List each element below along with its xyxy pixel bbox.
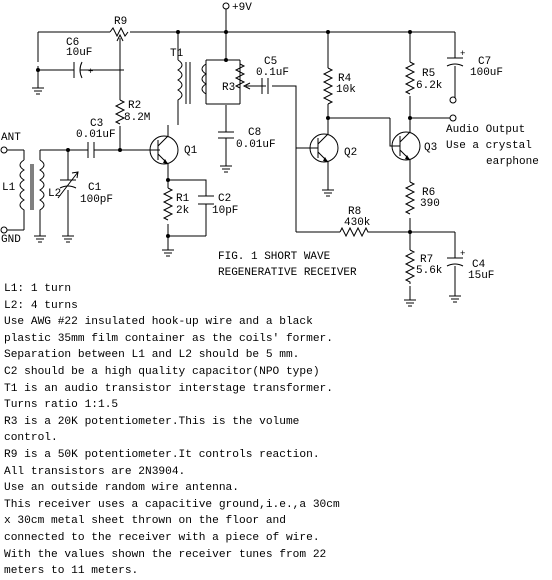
t1-label: T1 bbox=[170, 48, 184, 60]
r1-resistor: R1 2k bbox=[162, 187, 190, 221]
note-line: plastic 35mm film container as the coils… bbox=[4, 332, 333, 345]
r1-label: R1 bbox=[176, 193, 190, 205]
r2-value: 8.2M bbox=[124, 112, 150, 124]
figure-caption: FIG. 1 SHORT WAVE REGENERATIVE RECEIVER bbox=[218, 251, 357, 279]
r6-label: R6 bbox=[422, 187, 435, 199]
q2-label: Q2 bbox=[344, 147, 357, 159]
c5-value: 0.1uF bbox=[256, 67, 289, 79]
r5-value: 6.2k bbox=[416, 80, 443, 92]
c2-capacitor: C2 10pF bbox=[198, 193, 238, 217]
c7-value: 100uF bbox=[470, 67, 503, 79]
q3-transistor: Q3 bbox=[389, 118, 437, 168]
note-line: All transistors are 2N3904. bbox=[4, 465, 186, 478]
r7-resistor: R7 5.6k bbox=[404, 249, 443, 284]
c7-capacitor: + C7 100uF bbox=[446, 49, 503, 79]
l1-label: L1 bbox=[2, 182, 16, 194]
junction-dots bbox=[36, 30, 412, 238]
note-line: T1 is an audio transistor interstage tra… bbox=[4, 382, 333, 395]
note-line: Use an outside random wire antenna. bbox=[4, 482, 239, 495]
note-line: C2 should be a high quality capacitor(NP… bbox=[4, 365, 320, 378]
output-line2: Use a crystal bbox=[446, 140, 532, 152]
c1-value: 100pF bbox=[80, 194, 113, 206]
r4-label: R4 bbox=[338, 73, 352, 85]
c6-value: 10uF bbox=[66, 47, 92, 59]
c6-label: C6 bbox=[66, 37, 79, 49]
r9-label: R9 bbox=[114, 16, 127, 28]
c3-value: 0.01uF bbox=[76, 129, 116, 141]
c3-label: C3 bbox=[90, 118, 103, 130]
svg-text:+: + bbox=[460, 249, 465, 259]
note-line: L1: 1 turn bbox=[4, 283, 72, 295]
c5-label: C5 bbox=[264, 56, 277, 68]
c8-label: C8 bbox=[248, 127, 261, 139]
t1-transformer: T1 bbox=[170, 48, 207, 105]
c6-capacitor: C6 10uF + bbox=[62, 37, 98, 79]
c4-value: 15uF bbox=[468, 270, 494, 282]
note-line: meters to 11 meters. bbox=[4, 565, 139, 578]
c2-value: 10pF bbox=[212, 205, 238, 217]
r3-label: R3 bbox=[222, 82, 235, 94]
ant-label: ANT bbox=[1, 132, 21, 144]
q1-label: Q1 bbox=[184, 145, 198, 157]
r6-resistor: R6 390 bbox=[404, 181, 440, 215]
r8-resistor: R8 430k bbox=[339, 206, 372, 238]
c3-capacitor: C3 0.01uF bbox=[76, 118, 116, 158]
note-line: connected to the receiver with a piece o… bbox=[4, 531, 320, 544]
l2-label: L2 bbox=[48, 188, 61, 200]
note-line: Use AWG #22 insulated hook-up wire and a… bbox=[4, 316, 313, 329]
note-line: x 30cm metal sheet thrown on the floor a… bbox=[4, 515, 286, 528]
q2-transistor: Q2 bbox=[296, 126, 357, 166]
supply-terminal: +9V bbox=[222, 2, 252, 14]
note-line: This receiver uses a capacitive ground,i… bbox=[4, 498, 340, 511]
note-line: R3 is a 20K potentiometer.This is the vo… bbox=[4, 415, 300, 428]
c8-value: 0.01uF bbox=[236, 139, 276, 151]
note-line: L2: 4 turns bbox=[4, 299, 78, 312]
r2-label: R2 bbox=[128, 100, 141, 112]
c1-variable-capacitor: C1 100pF bbox=[57, 171, 113, 206]
caption-line1: FIG. 1 SHORT WAVE bbox=[218, 251, 331, 263]
note-line: R9 is a 50K potentiometer.It controls re… bbox=[4, 448, 320, 461]
wires bbox=[4, 8, 456, 300]
note-line: control. bbox=[4, 432, 58, 445]
c7-label: C7 bbox=[478, 56, 491, 68]
output-line1: Audio Output bbox=[446, 124, 525, 136]
c2-label: C2 bbox=[218, 193, 231, 205]
caption-line2: REGENERATIVE RECEIVER bbox=[218, 267, 357, 279]
antenna-input: ANT GND bbox=[0, 132, 21, 246]
r8-label: R8 bbox=[348, 206, 361, 218]
c8-capacitor: C8 0.01uF bbox=[218, 127, 276, 151]
q3-label: Q3 bbox=[424, 142, 437, 154]
ground-symbols bbox=[32, 87, 461, 307]
q1-transistor: Q1 bbox=[149, 125, 198, 170]
r7-value: 5.6k bbox=[416, 265, 443, 277]
note-line: With the values shown the receiver tunes… bbox=[4, 548, 327, 561]
output-line3: earphone bbox=[486, 156, 539, 168]
r5-label: R5 bbox=[422, 68, 435, 80]
l1-l2-coils: L1 L2 bbox=[2, 159, 61, 214]
c5-capacitor: C5 0.1uF bbox=[256, 56, 289, 94]
r3-potentiometer: R3 bbox=[222, 63, 256, 94]
c4-capacitor: + C4 15uF bbox=[446, 249, 494, 282]
r1-value: 2k bbox=[176, 205, 190, 217]
svg-text:+: + bbox=[460, 49, 465, 59]
note-line: Separation between L1 and L2 should be 5… bbox=[4, 349, 300, 362]
c1-label: C1 bbox=[88, 182, 102, 194]
r6-value: 390 bbox=[420, 198, 440, 210]
supply-label: +9V bbox=[232, 2, 252, 14]
gnd-label: GND bbox=[1, 234, 21, 246]
r7-label: R7 bbox=[420, 254, 433, 266]
r2-resistor: R2 8.2M bbox=[114, 99, 150, 125]
r8-value: 430k bbox=[344, 217, 371, 229]
r9-potentiometer: R9 bbox=[109, 16, 129, 44]
note-line: Turns ratio 1:1.5 bbox=[4, 399, 119, 412]
svg-text:+: + bbox=[88, 67, 93, 77]
r4-value: 10k bbox=[336, 84, 356, 96]
c4-label: C4 bbox=[472, 259, 486, 271]
r4-resistor: R4 10k bbox=[322, 67, 356, 105]
audio-output-terminals: Audio Output Use a crystal earphone bbox=[446, 96, 539, 168]
r5-resistor: R5 6.2k bbox=[404, 61, 443, 95]
